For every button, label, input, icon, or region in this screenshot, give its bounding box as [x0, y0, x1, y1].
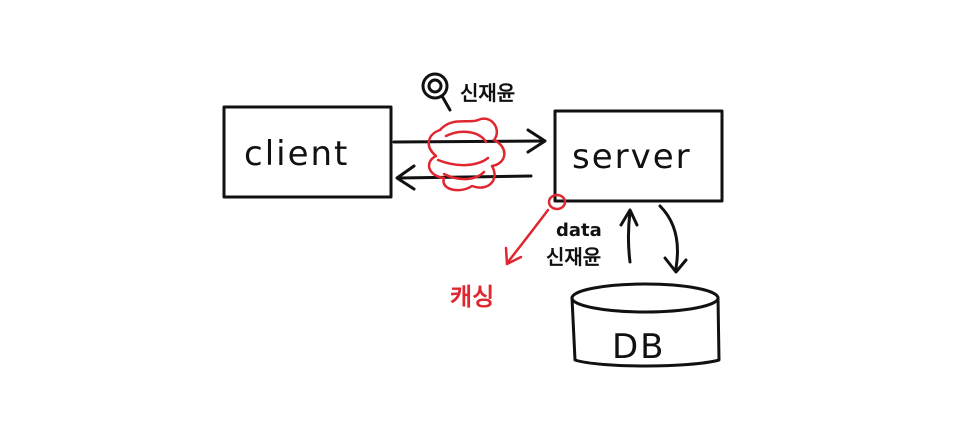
server-to-db-arrow — [658, 204, 688, 274]
magnifier-icon — [421, 72, 452, 112]
interceptor-name: 신재윤 — [460, 81, 515, 105]
server-label: server — [572, 137, 692, 177]
data-label: data — [556, 220, 602, 241]
request-arrow — [392, 128, 547, 154]
client-node: client — [222, 105, 393, 199]
caching-label: 캐싱 — [450, 283, 494, 311]
db-node: DB — [570, 282, 721, 368]
server-node: server — [553, 109, 724, 203]
data-owner-label: 신재윤 — [546, 245, 601, 269]
db-label: DB — [612, 327, 666, 367]
client-label: client — [244, 134, 349, 174]
caching-arrow — [504, 208, 550, 266]
response-arrow — [395, 164, 533, 191]
intercept-scribble — [427, 117, 506, 192]
db-to-server-arrow — [619, 208, 639, 264]
cache-point-marker — [547, 193, 567, 211]
